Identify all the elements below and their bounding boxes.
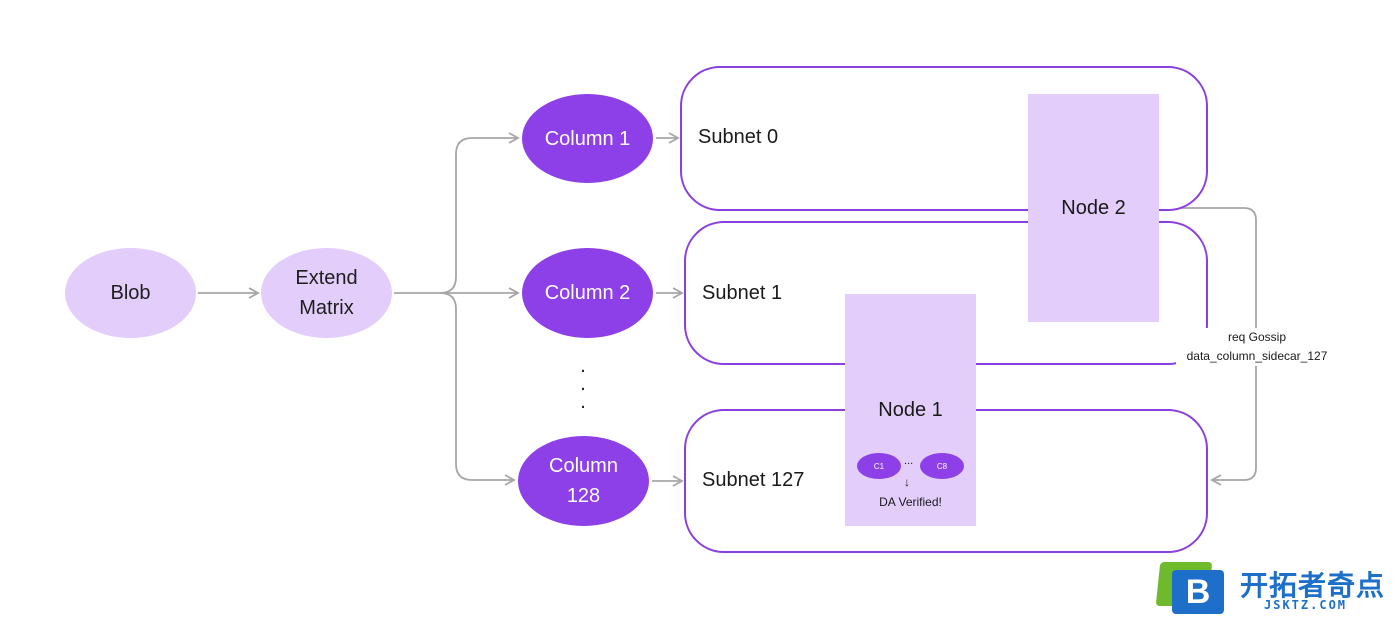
- blob-label: Blob: [110, 282, 151, 304]
- column-2-label: Column 2: [544, 282, 631, 304]
- watermark-logo: B 开拓者奇点 JSKTZ.COM: [1155, 560, 1394, 616]
- logo-url: JSKTZ.COM: [1264, 598, 1348, 612]
- node-1-chip-ellipsis: ...: [904, 455, 914, 467]
- gossip-request-line2: data_column_sidecar_127: [1186, 349, 1328, 363]
- node-2-label: Node 2: [1061, 197, 1126, 219]
- column-128-label-line2: 128: [566, 485, 601, 507]
- node-1-down-arrow: ↓: [904, 475, 910, 489]
- node-1-status: DA Verified!: [879, 495, 942, 509]
- column-2-node: Column 2: [522, 248, 653, 338]
- arrow-extend-to-column-1: [439, 132, 520, 294]
- gossip-request-label: req Gossip data_column_sidecar_127: [1176, 328, 1338, 366]
- column-ellipsis-dot-3: .: [580, 391, 586, 413]
- logo-b-blue-icon: B: [1172, 570, 1224, 614]
- subnet-0-label: Subnet 0: [698, 126, 779, 148]
- logo-letter: B: [1185, 572, 1211, 611]
- column-128-label-line1: Column: [549, 455, 618, 477]
- node-1-chip-c8: C8: [920, 453, 964, 479]
- extend-matrix-label-line1: Extend: [295, 267, 358, 289]
- column-ellipsis-dot-2: .: [580, 373, 586, 395]
- column-1-label: Column 1: [544, 127, 631, 150]
- node-1-chip-c1-label: C1: [873, 461, 885, 471]
- subnet-127-label: Subnet 127: [702, 469, 805, 491]
- node-2-box: Node 2: [1028, 94, 1159, 322]
- node-1-chip-c1: C1: [857, 453, 901, 479]
- extend-matrix-label-line2: Matrix: [299, 297, 354, 319]
- arrow-extend-to-column-128: [439, 292, 516, 486]
- extend-matrix-node: Extend Matrix: [261, 248, 392, 338]
- node-1-chip-c8-label: C8: [936, 461, 948, 471]
- subnet-1-label: Subnet 1: [702, 282, 783, 304]
- logo-name: 开拓者奇点: [1240, 569, 1386, 602]
- node-1-box: Node 1 C1 ... C8 ↓ DA Verified!: [845, 294, 976, 526]
- gossip-request-line1: req Gossip: [1227, 330, 1287, 344]
- node-1-label: Node 1: [878, 399, 943, 421]
- column-128-node: Column 128: [518, 436, 649, 526]
- column-1-node: Column 1: [522, 94, 653, 183]
- column-ellipsis-dot-1: .: [580, 355, 586, 377]
- blob-node: Blob: [65, 248, 196, 338]
